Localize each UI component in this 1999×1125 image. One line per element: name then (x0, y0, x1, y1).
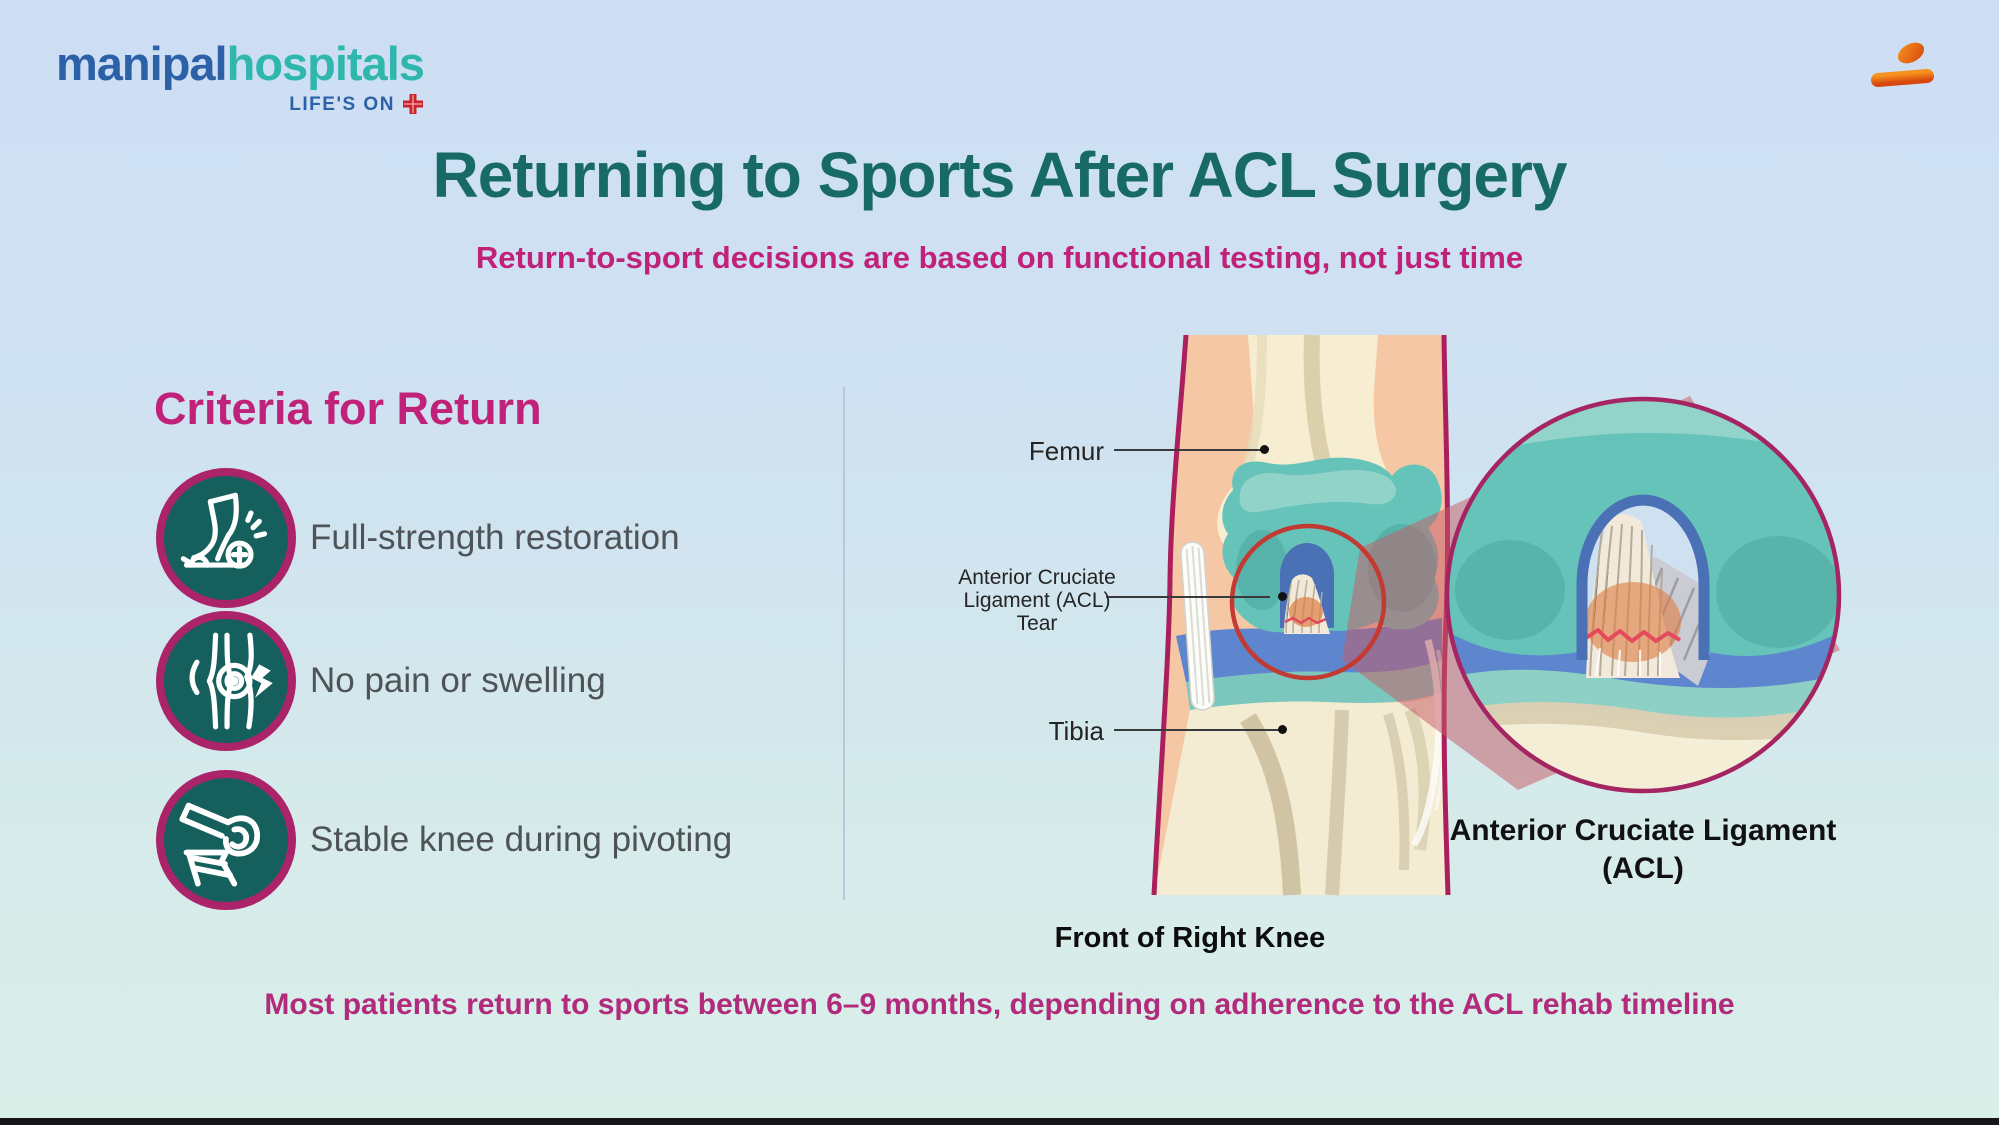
knee-pain-icon (156, 611, 296, 751)
section-divider (843, 387, 845, 900)
diagram-caption: Front of Right Knee (1054, 922, 1326, 954)
logo-tagline-text: LIFE'S ON (289, 93, 395, 115)
focus-circle (1229, 523, 1387, 681)
knee-brace-icon (156, 770, 296, 910)
acl-connector-dot (1278, 592, 1287, 601)
label-acl-tear-line2: Ligament (ACL) (963, 589, 1111, 612)
criteria-heading: Criteria for Return (154, 383, 542, 434)
magnifier-ring (1444, 396, 1842, 794)
magnified-view-label-line2: (ACL) (1602, 852, 1684, 885)
magnified-view-label-line1: Anterior Cruciate Ligament (1449, 814, 1837, 847)
tibia-connector-dot (1278, 725, 1287, 734)
footer-note: Most patients return to sports between 6… (264, 988, 1735, 1021)
bottom-edge-bar (0, 1118, 1999, 1125)
magnified-acl-view (1444, 396, 1842, 794)
logo-text: manipalhospitals (56, 37, 425, 90)
criteria-label: Stable knee during pivoting (310, 820, 733, 859)
logo-tagline: LIFE'S ON (56, 93, 424, 115)
femur-connector-line (1114, 449, 1262, 451)
logo-text-manipal: manipal (56, 37, 228, 90)
magnified-view-label: Anterior Cruciate Ligament (ACL) (1443, 812, 1843, 888)
tibia-connector-line (1114, 729, 1280, 731)
label-acl-tear-line3: Tear (1016, 612, 1058, 635)
label-acl-tear-line1: Anterior Cruciate (958, 566, 1116, 589)
criteria-label: Full-strength restoration (310, 518, 680, 557)
leg-strength-art (180, 492, 268, 569)
red-cross-icon (402, 94, 423, 114)
criteria-label: No pain or swelling (310, 661, 606, 700)
knee-pain-art (189, 632, 273, 730)
acl-connector-line (1106, 596, 1270, 598)
manipal-m-icon (1871, 42, 1934, 128)
logo-text-hospitals: hospitals (226, 37, 425, 90)
knee-brace-art (179, 802, 261, 887)
label-tibia: Tibia (1048, 716, 1104, 746)
femur-connector-dot (1260, 445, 1269, 454)
knee-illustration (1151, 334, 1842, 896)
page-title: Returning to Sports After ACL Surgery (432, 139, 1567, 211)
label-femur: Femur (1028, 436, 1104, 466)
label-acl-tear: Anterior Cruciate Ligament (ACL) Tear (932, 566, 1142, 635)
brand-logo: manipalhospitals LIFE'S ON (56, 37, 425, 115)
leg-strength-icon (156, 468, 296, 608)
page-subtitle: Return-to-sport decisions are based on f… (475, 240, 1524, 275)
